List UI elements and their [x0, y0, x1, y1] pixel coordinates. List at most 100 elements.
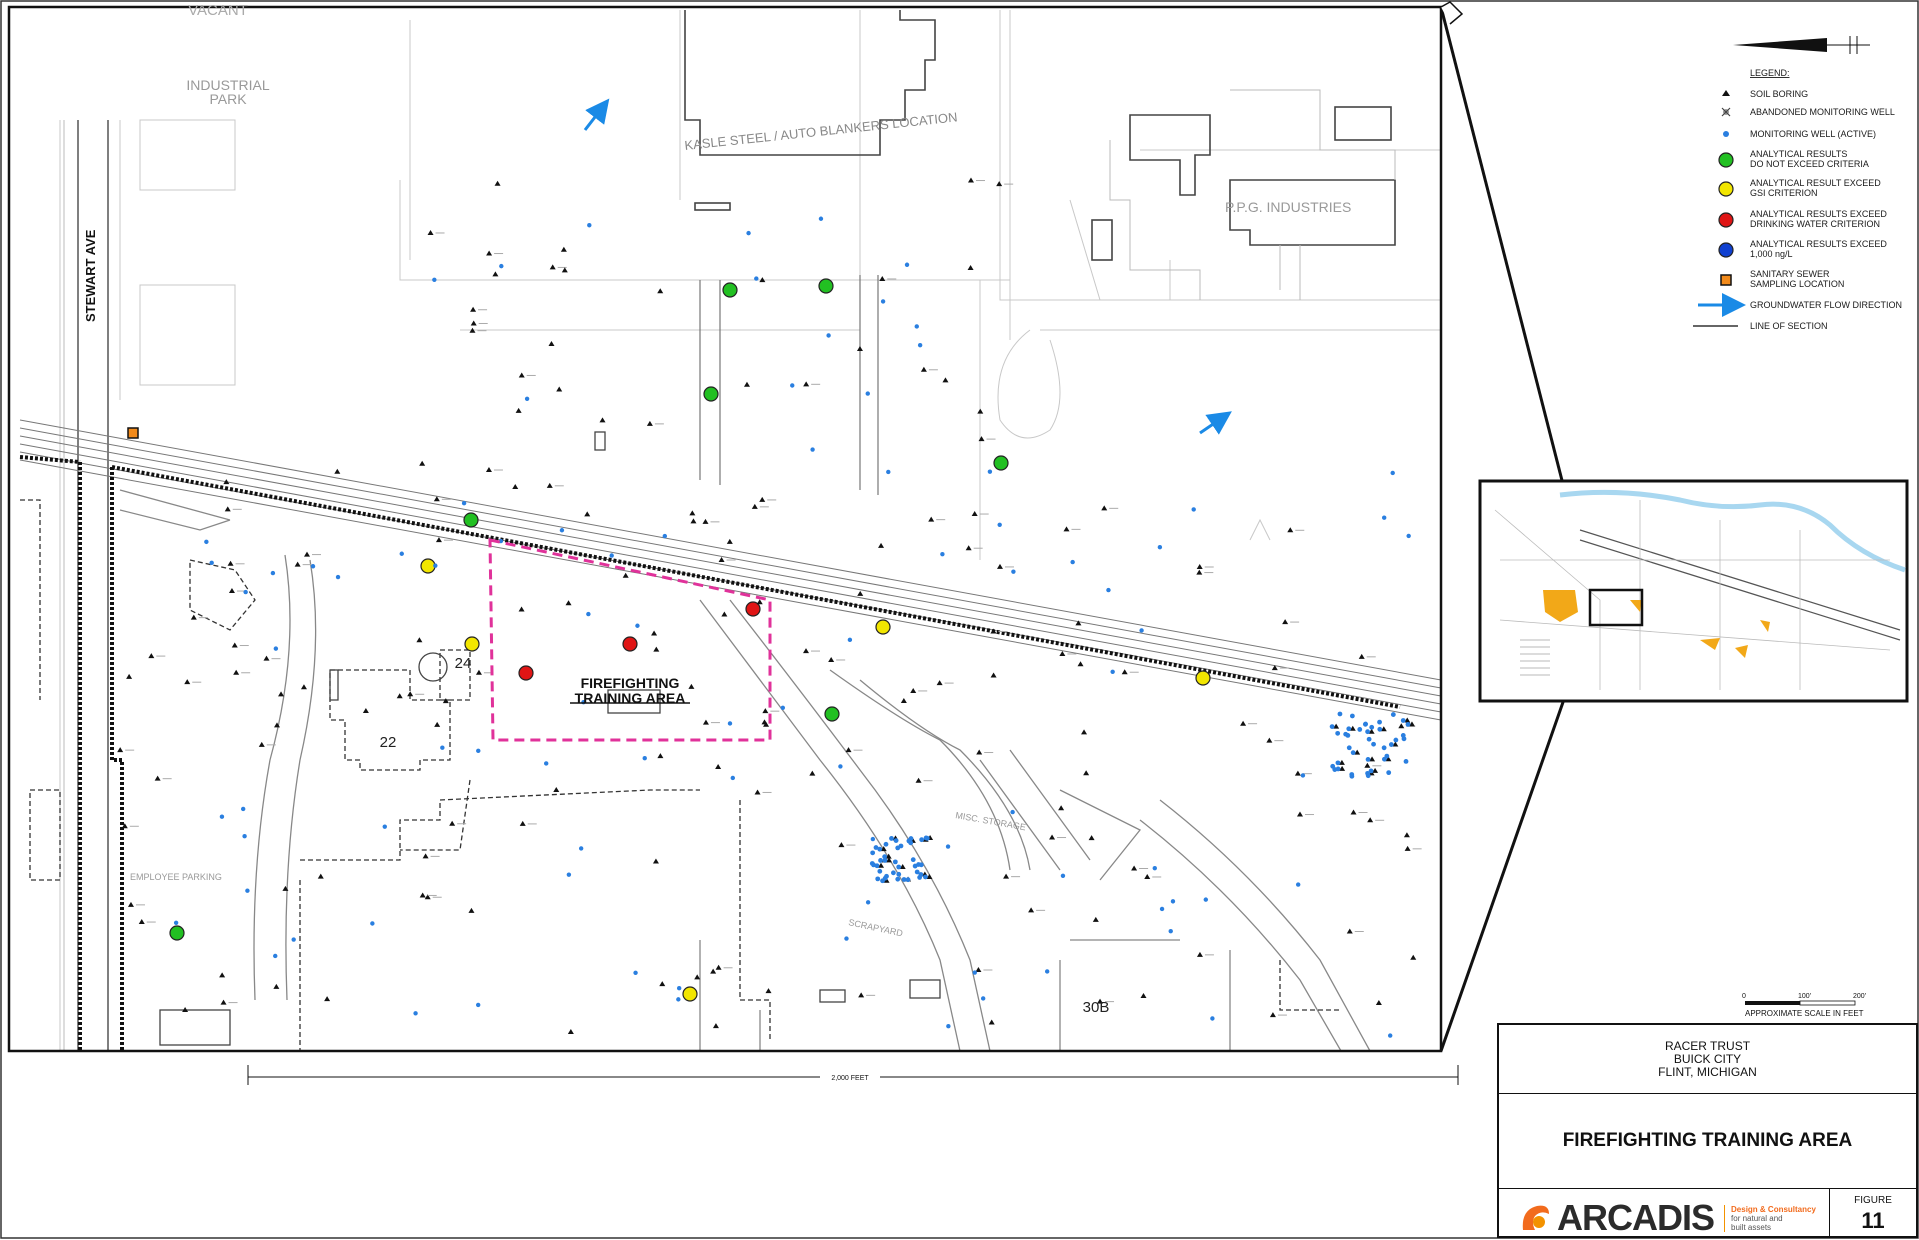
- soil-boring-marker: [646, 420, 653, 426]
- dimension-label: 2,000 FEET: [831, 1075, 869, 1082]
- monitoring-well-marker: [1400, 732, 1406, 738]
- monitoring-well-marker: [1335, 766, 1341, 772]
- soil-boring-marker: [878, 862, 885, 868]
- monitoring-well-marker: [880, 299, 886, 304]
- monitoring-well-marker: [1152, 865, 1157, 871]
- soil-boring-marker: [967, 177, 974, 183]
- monitoring-well-marker: [882, 875, 888, 881]
- scale-caption: APPROXIMATE SCALE IN FEET: [1745, 1009, 1864, 1018]
- soil-boring-marker: [1403, 832, 1410, 838]
- monitoring-well-marker: [746, 230, 751, 236]
- soil-boring-marker: [219, 972, 226, 978]
- monitoring-well-marker: [997, 522, 1002, 528]
- monitoring-well-marker: [1011, 569, 1016, 574]
- soil-boring-marker: [1077, 661, 1084, 667]
- monitoring-well-marker: [945, 844, 951, 849]
- north-rail-spurs: [699, 275, 879, 495]
- arcadis-logo-icon: [1522, 1205, 1549, 1230]
- soil-boring-marker: [1367, 817, 1374, 823]
- soil-boring-marker: [1339, 765, 1346, 771]
- monitoring-well-marker: [499, 263, 504, 269]
- soil-boring-marker: [422, 853, 429, 859]
- soil-boring-marker: [928, 516, 935, 522]
- soil-boring-marker: [759, 496, 766, 502]
- soil-boring-marker: [1196, 569, 1203, 575]
- monitoring-well-marker: [1406, 533, 1411, 539]
- soil-boring-marker: [1240, 720, 1247, 726]
- monitoring-well-marker: [1349, 773, 1355, 779]
- legend-label: LINE OF SECTION: [1750, 321, 1828, 331]
- monitoring-well-marker: [1349, 713, 1355, 719]
- monitoring-well-marker: [566, 872, 572, 877]
- monitoring-well-marker: [1368, 768, 1374, 774]
- monitoring-well-marker: [587, 223, 592, 228]
- monitoring-well-marker: [901, 877, 907, 882]
- locator-inset: [1478, 479, 1909, 703]
- soil-boring-marker: [1266, 737, 1273, 743]
- soil-boring-marker: [652, 858, 659, 864]
- soil-boring-marker: [885, 857, 892, 863]
- soil-boring-marker: [702, 719, 709, 725]
- monitoring-well-marker: [662, 533, 668, 539]
- client-line-3: FLINT, MICHIGAN: [1658, 1064, 1757, 1079]
- soil-boring-marker: [1282, 619, 1289, 625]
- soil-boring-marker: [231, 642, 238, 648]
- soil-boring-marker: [565, 600, 572, 606]
- soil-boring-marker: [1097, 998, 1104, 1004]
- monitoring-well-marker: [914, 869, 920, 875]
- monitoring-well-marker: [946, 1024, 951, 1029]
- interior-roads: [119, 489, 1371, 1051]
- monitoring-well-marker: [243, 589, 248, 595]
- soil-boring-marker: [1349, 725, 1356, 731]
- monitoring-well-marker: [882, 854, 888, 860]
- soil-boring-marker: [809, 770, 816, 776]
- monitoring-well-marker: [875, 876, 881, 882]
- monitoring-well-marker: [1366, 736, 1372, 742]
- soil-boring-marker: [651, 630, 658, 636]
- monitoring-well-marker: [1371, 741, 1376, 747]
- soil-boring-marker: [1354, 749, 1361, 755]
- soil-boring-marker: [659, 981, 666, 987]
- monitoring-well-marker: [918, 862, 924, 868]
- title-block-footer: ARCADIS Design & Consultancy for natural…: [1499, 1189, 1916, 1238]
- monitoring-well-marker: [1335, 730, 1341, 736]
- soil-boring-marker: [148, 653, 155, 659]
- monitoring-well-marker: [1010, 809, 1015, 815]
- title-block: RACER TRUST BUICK CITY FLINT, MICHIGAN F…: [1497, 1023, 1918, 1238]
- soil-boring-marker: [702, 518, 709, 524]
- monitoring-well-marker: [1139, 628, 1144, 633]
- monitoring-well-marker: [559, 528, 565, 533]
- soil-boring-marker: [694, 974, 701, 980]
- soil-boring-marker: [1269, 1012, 1276, 1018]
- legend-label: GROUNDWATER FLOW DIRECTION: [1750, 300, 1902, 310]
- monitoring-well-marker: [270, 570, 276, 576]
- soil-boring-marker: [300, 684, 307, 690]
- soil-boring-marker: [883, 877, 890, 883]
- monitoring-well-marker: [1346, 745, 1352, 751]
- soil-boring-marker: [263, 655, 270, 661]
- soil-boring-marker: [407, 691, 414, 697]
- soil-boring-marker: [567, 1028, 574, 1034]
- soil-boring-marker: [1088, 835, 1095, 841]
- monitoring-well-marker: [886, 469, 891, 475]
- soil-boring-marker: [622, 572, 629, 578]
- monitoring-well-marker: [633, 970, 638, 975]
- soil-boring-marker: [828, 656, 835, 662]
- monitoring-well-marker: [896, 871, 902, 877]
- sample-locations: [169, 278, 1211, 1002]
- soil-boring-marker: [1333, 723, 1340, 729]
- soil-boring-marker: [803, 648, 810, 654]
- monitoring-well-marker: [578, 846, 584, 851]
- monitoring-well-marker: [1191, 507, 1196, 512]
- soil-boring-marker: [334, 468, 341, 474]
- soil-boring-marker: [976, 749, 983, 755]
- soil-boring-marker: [1404, 845, 1411, 851]
- soil-boring-marker: [182, 1006, 189, 1012]
- stewart-ave-road: [63, 120, 109, 1051]
- monitoring-well-marker: [642, 756, 647, 761]
- sample-point-green: [703, 386, 719, 402]
- monitoring-well-marker: [440, 745, 445, 750]
- figure-label: FIGURE: [1854, 1195, 1892, 1206]
